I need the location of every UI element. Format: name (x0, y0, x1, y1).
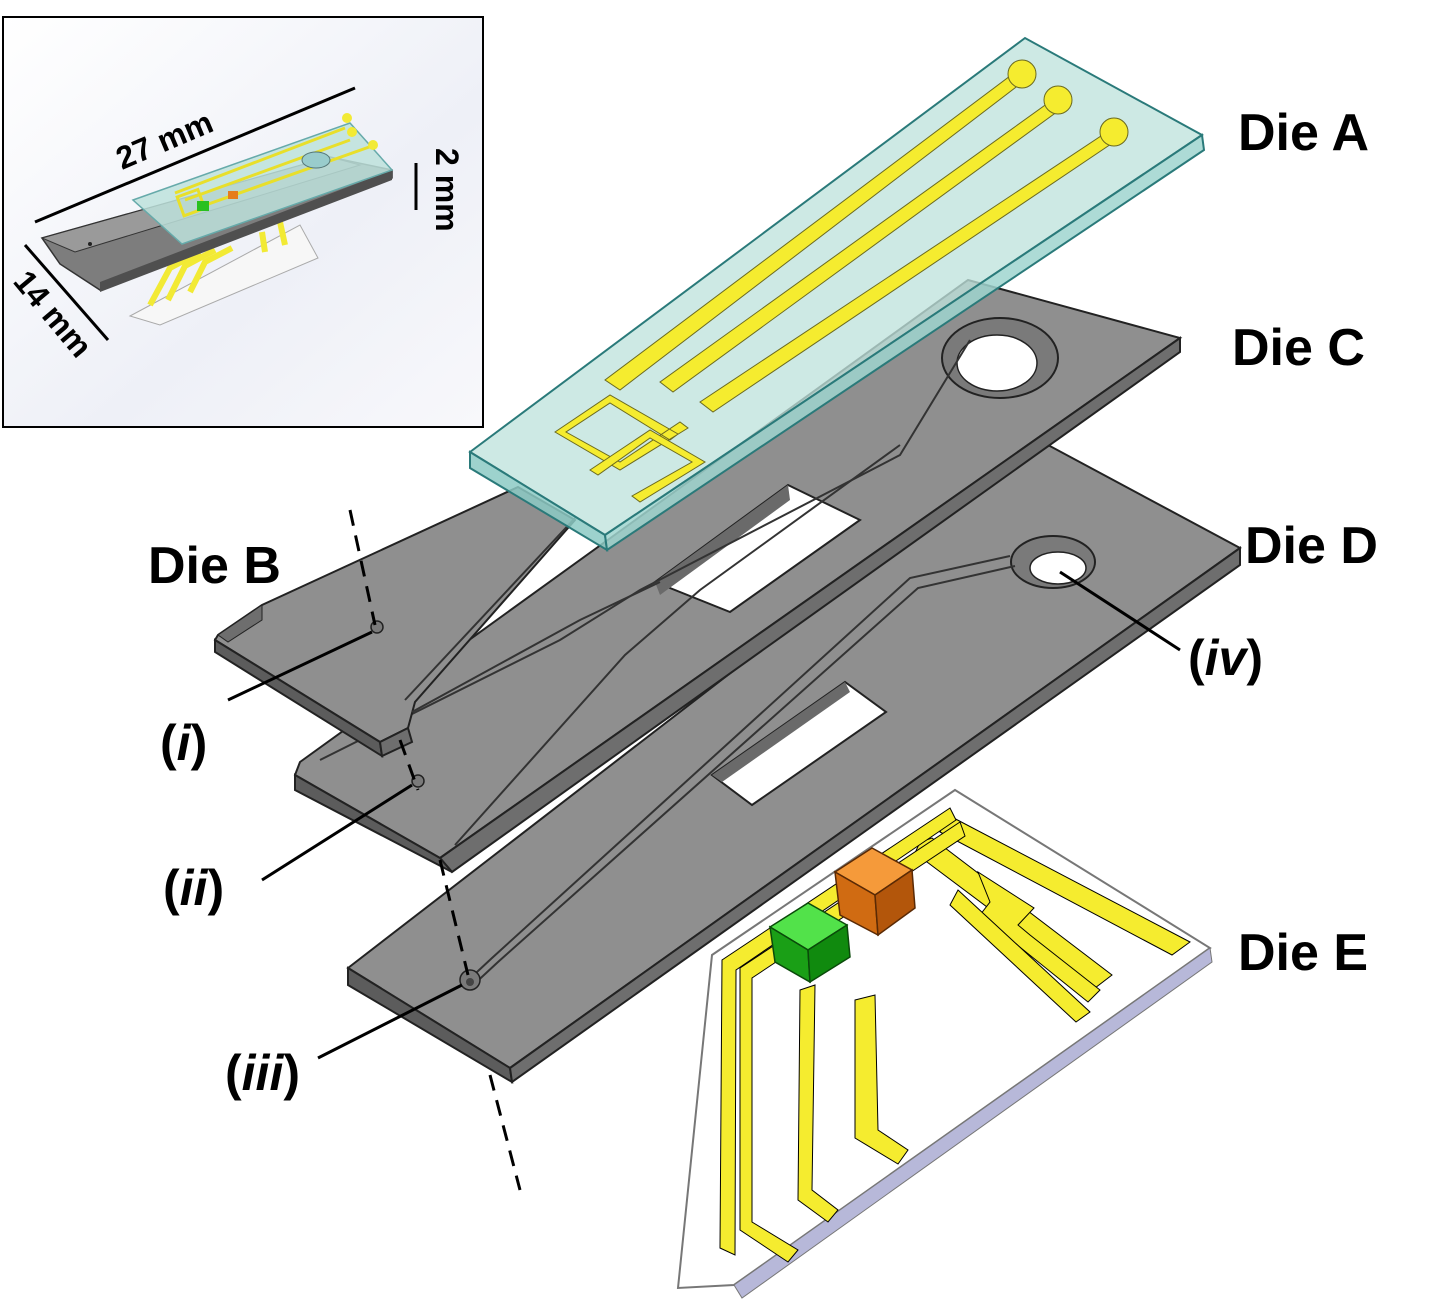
callout-ii: (ii) (163, 860, 224, 916)
inset-panel: 27 mm 14 mm 2 mm (2, 16, 484, 428)
green-chip (768, 902, 851, 984)
callout-iii: (iii) (225, 1045, 300, 1101)
leader-lines (227, 570, 1181, 1060)
alignment-dashed-line (348, 509, 522, 1191)
callout-i: (i) (160, 715, 207, 771)
die-b-label: Die B (148, 537, 281, 595)
die-a-label: Die A (1238, 104, 1369, 162)
die-d (346, 436, 1242, 1084)
inset-die-e (128, 224, 319, 326)
die-b (213, 485, 661, 788)
orange-chip (833, 847, 916, 937)
die-d-label: Die D (1245, 517, 1378, 575)
dim-height-label: 2 mm (429, 148, 465, 232)
die-c (293, 278, 1183, 874)
callout-iv: (iv) (1188, 630, 1263, 686)
die-a (468, 36, 1206, 552)
dim-line-length (34, 86, 356, 224)
die-e-label: Die E (1238, 924, 1368, 982)
dim-line-width (23, 244, 110, 341)
die-e (676, 788, 1213, 1299)
die-c-label: Die C (1232, 319, 1365, 377)
